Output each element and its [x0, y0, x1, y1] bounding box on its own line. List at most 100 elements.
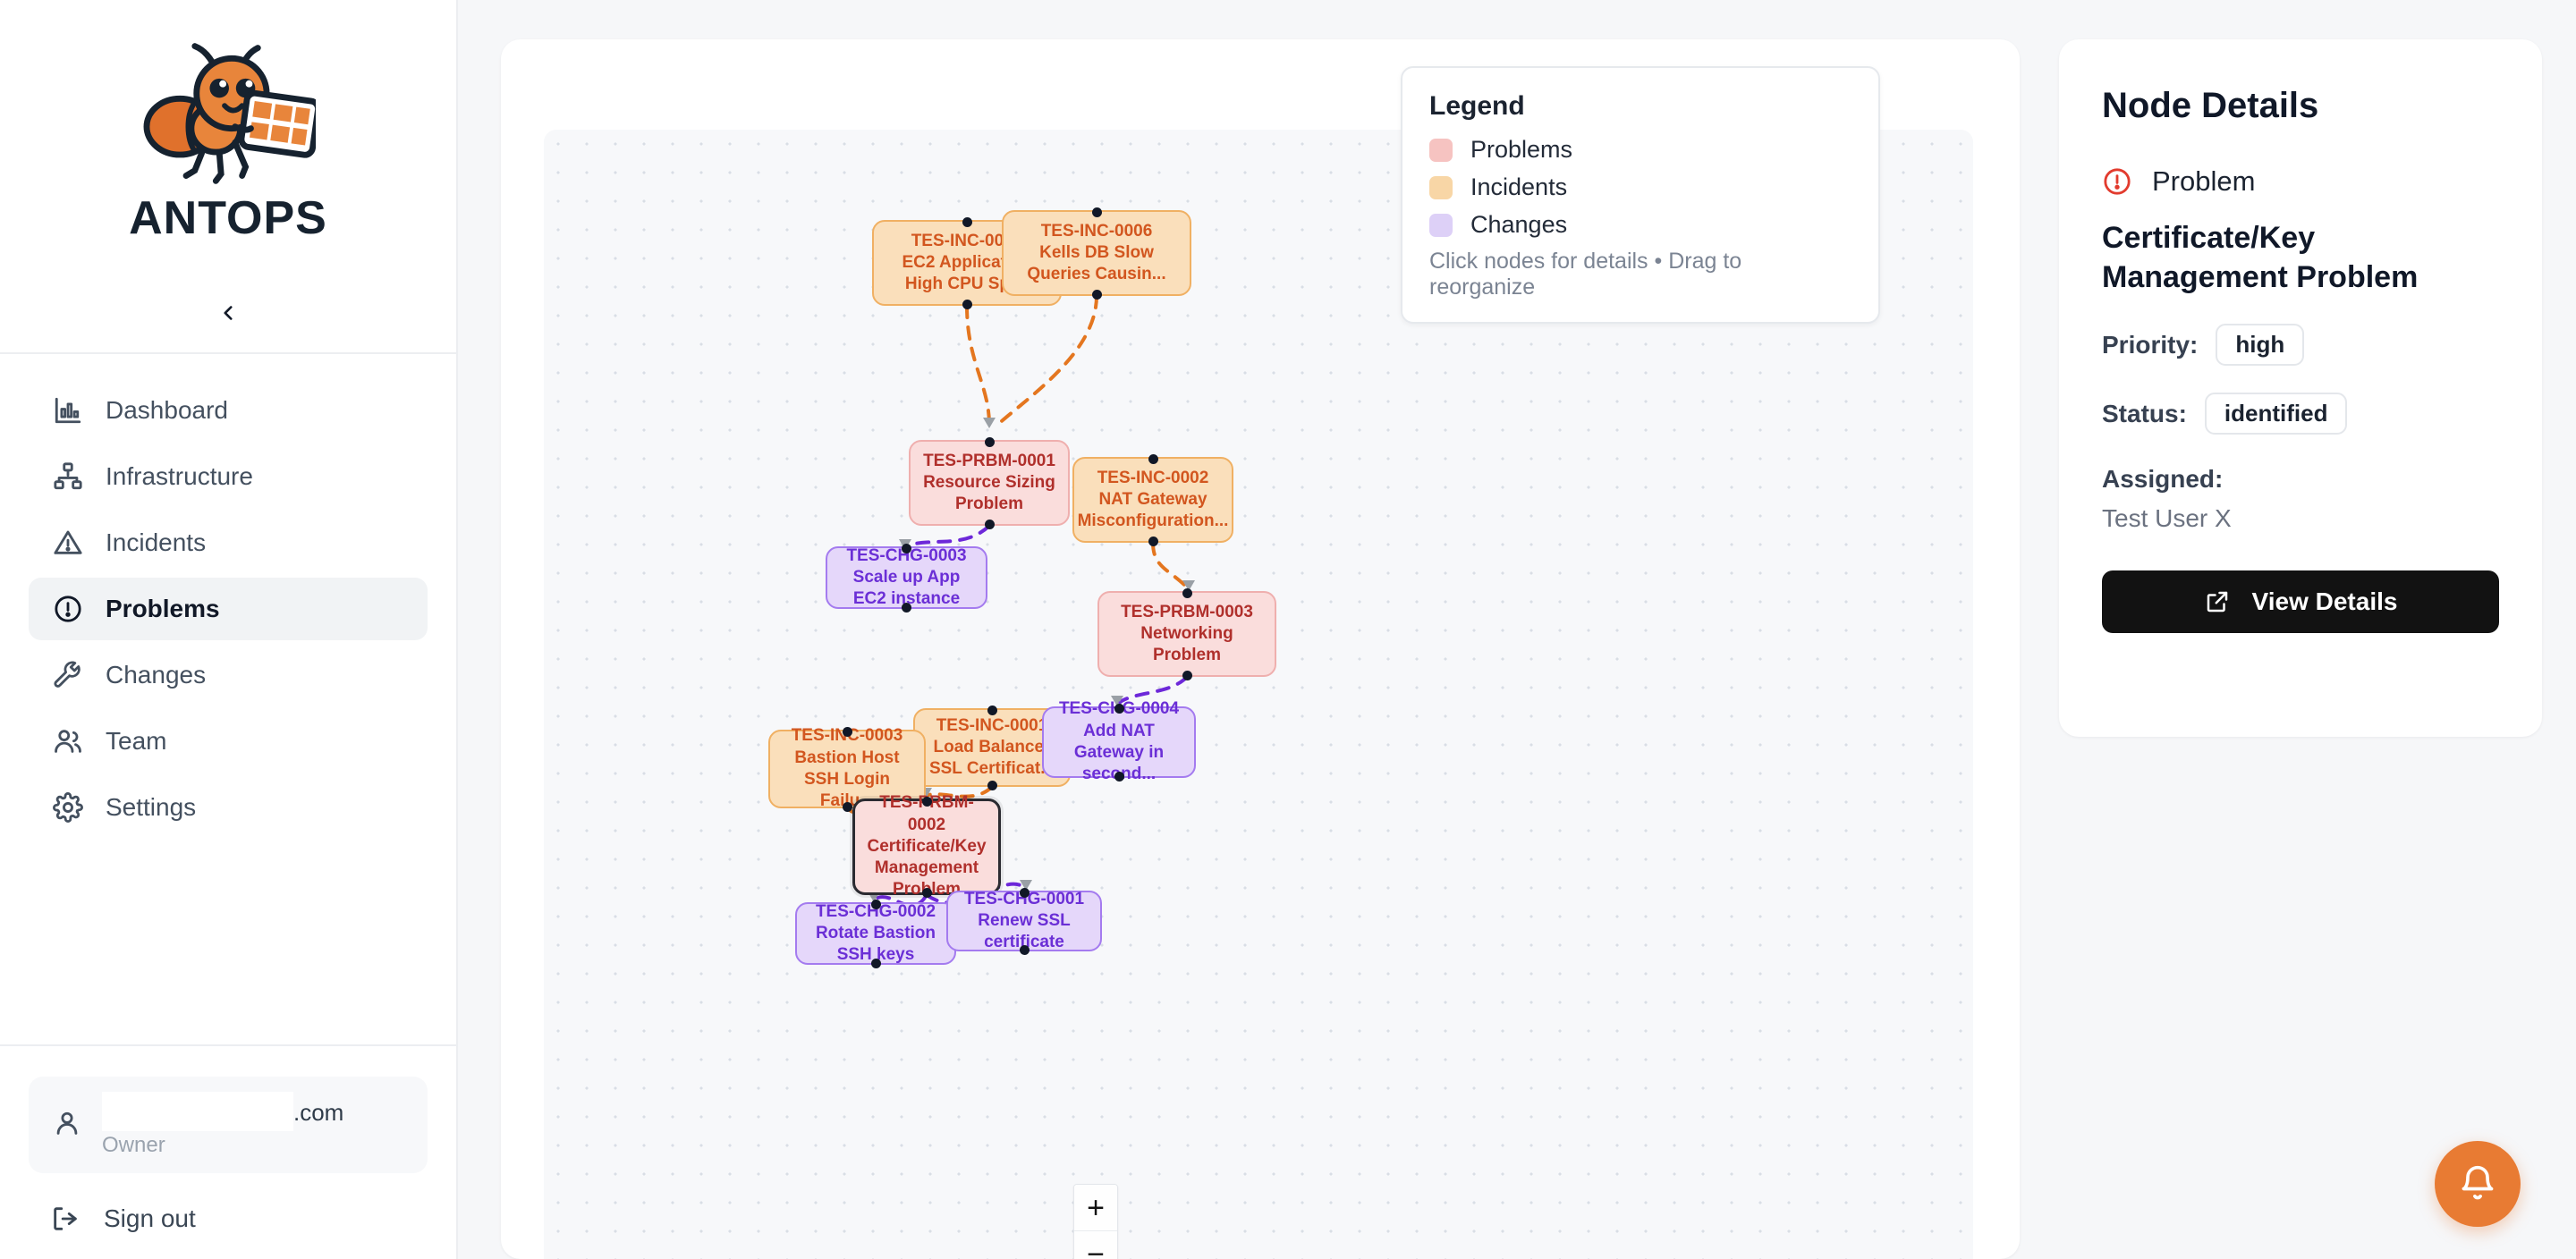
sidebar-item-changes[interactable]: Changes	[29, 644, 428, 706]
node-handle-bottom[interactable]	[1091, 289, 1102, 300]
node-handle-bottom[interactable]	[921, 887, 932, 898]
sidebar-item-incidents[interactable]: Incidents	[29, 511, 428, 574]
node-handle-top[interactable]	[870, 899, 881, 909]
sign-out-button[interactable]: Sign out	[29, 1204, 428, 1234]
node-type-label: Problem	[2152, 165, 2256, 197]
ant-logo-icon	[143, 43, 316, 184]
sidebar-item-label: Team	[106, 727, 167, 755]
node-title: Scale up App EC2 instance	[852, 567, 961, 609]
status-badge: identified	[2204, 393, 2348, 435]
node-handle-top[interactable]	[1182, 587, 1192, 598]
sidebar-nav: Dashboard Infrastructure Incidents Probl…	[0, 354, 456, 839]
sidebar-item-team[interactable]: Team	[29, 710, 428, 773]
node-id: TES-INC-0001	[936, 715, 1048, 735]
node-title: Renew SSL certificate	[978, 910, 1071, 952]
users-icon	[52, 725, 84, 757]
legend-item-problems: Problems	[1429, 136, 1852, 164]
zoom-in-button[interactable]: +	[1074, 1185, 1117, 1231]
graph-node-tes-chg-0004[interactable]: TES-CHG-0004Add NAT Gateway in second...	[1042, 699, 1196, 783]
node-handle-top[interactable]	[921, 796, 932, 807]
legend-label: Changes	[1470, 211, 1568, 238]
redacted-email-block	[102, 1092, 293, 1131]
sidebar-item-label: Changes	[106, 661, 207, 689]
sidebar-item-label: Incidents	[106, 528, 207, 556]
sidebar-spacer	[0, 839, 456, 1044]
node-title: EC2 Application High CPU Spi...	[902, 252, 1032, 294]
status-row: Status: identified	[2102, 393, 2499, 435]
zoom-out-button[interactable]: −	[1074, 1231, 1117, 1259]
node-handle-top[interactable]	[842, 726, 852, 737]
node-handle-bottom[interactable]	[842, 801, 852, 812]
legend-label: Problems	[1470, 136, 1573, 163]
sidebar-item-infrastructure[interactable]: Infrastructure	[29, 445, 428, 508]
node-handle-top[interactable]	[984, 436, 995, 447]
node-title: Networking Problem	[1140, 623, 1233, 665]
sign-out-label: Sign out	[104, 1204, 196, 1232]
node-handle-top[interactable]	[1114, 703, 1124, 714]
node-id: TES-CHG-0001	[963, 889, 1085, 908]
graph-node-tes-inc-0003[interactable]: TES-INC-0003Bastion Host SSH Login Failu…	[768, 726, 926, 812]
sidebar-item-label: Infrastructure	[106, 462, 253, 490]
wrench-icon	[52, 659, 84, 691]
user-role: Owner	[102, 1133, 165, 1157]
sidebar-item-dashboard[interactable]: Dashboard	[29, 379, 428, 442]
node-handle-bottom[interactable]	[902, 602, 911, 613]
node-id: TES-CHG-0003	[846, 545, 967, 565]
legend-label: Incidents	[1470, 173, 1568, 200]
notifications-button[interactable]	[2435, 1141, 2521, 1227]
legend-swatch-incidents	[1429, 175, 1453, 199]
node-id: TES-PRBM-0001	[923, 451, 1055, 470]
assigned-value: Test User X	[2102, 504, 2232, 533]
node-handle-top[interactable]	[902, 543, 911, 553]
sidebar-item-label: Settings	[106, 793, 197, 821]
node-handle-top[interactable]	[1148, 453, 1158, 464]
sidebar-collapse-button[interactable]	[205, 290, 251, 336]
sidebar-divider	[0, 352, 456, 354]
alert-circle-icon	[2104, 168, 2131, 195]
user-card[interactable]: .com Owner	[29, 1077, 428, 1173]
node-handle-bottom[interactable]	[984, 519, 995, 529]
node-id: TES-CHG-0002	[815, 901, 936, 921]
node-title: NAT Gateway Misconfiguration...	[1077, 489, 1229, 531]
sidebar: ANTOPS Dashboard Infrastructure	[0, 0, 458, 1259]
node-handle-bottom[interactable]	[962, 299, 972, 309]
user-email-suffix: .com	[293, 1099, 344, 1126]
legend-item-changes: Changes	[1429, 211, 1852, 239]
assigned-label: Assigned:	[2102, 465, 2224, 494]
node-handle-top[interactable]	[987, 705, 997, 715]
node-handle-top[interactable]	[1091, 207, 1102, 217]
node-handle-top[interactable]	[1019, 887, 1030, 898]
sidebar-item-settings[interactable]: Settings	[29, 776, 428, 839]
node-handle-bottom[interactable]	[987, 780, 997, 790]
status-label: Status:	[2102, 399, 2187, 427]
user-icon	[52, 1108, 82, 1143]
warning-triangle-icon	[52, 527, 84, 559]
graph-legend: Legend Problems Incidents Changes Click …	[1401, 66, 1880, 324]
node-handle-top[interactable]	[962, 216, 972, 227]
node-handle-bottom[interactable]	[1182, 670, 1192, 680]
view-details-button[interactable]: View Details	[2102, 570, 2499, 634]
node-handle-bottom[interactable]	[870, 958, 881, 968]
node-title: Add NAT Gateway in second...	[1073, 721, 1165, 784]
user-email: .com	[102, 1092, 343, 1131]
legend-item-incidents: Incidents	[1429, 173, 1852, 201]
sidebar-item-problems[interactable]: Problems	[29, 578, 428, 640]
node-handle-bottom[interactable]	[1114, 771, 1124, 782]
node-type-row: Problem	[2102, 165, 2499, 198]
node-handle-bottom[interactable]	[1148, 536, 1158, 546]
legend-hint: Click nodes for details • Drag to reorga…	[1429, 249, 1742, 300]
sidebar-item-label: Problems	[106, 595, 220, 622]
priority-badge: high	[2216, 324, 2305, 367]
node-title: Rotate Bastion SSH keys	[815, 923, 936, 965]
node-handle-bottom[interactable]	[1019, 944, 1030, 955]
node-details-panel: Node Details Problem Certificate/Key Man…	[2059, 39, 2542, 737]
